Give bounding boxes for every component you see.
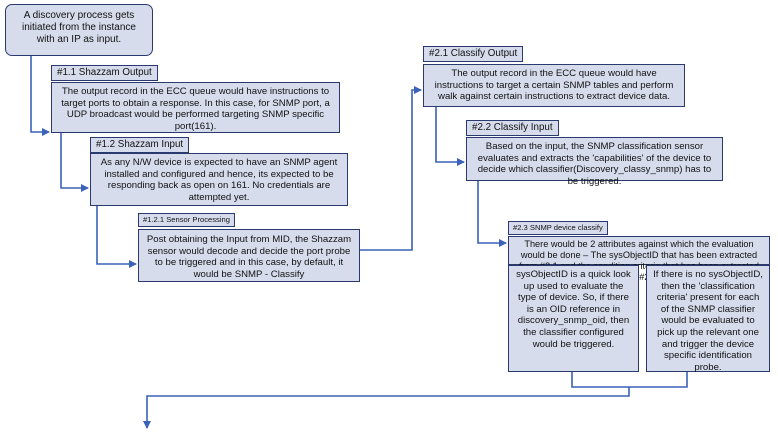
classification-criteria-text: If there is no sysObjectID, then the 'cl… bbox=[653, 269, 763, 373]
sysobjectid-lookup-box: sysObjectID is a quick look up used to e… bbox=[508, 265, 639, 372]
connector-1-1-to-1-2 bbox=[60, 133, 89, 192]
connector-2-1-to-2-2 bbox=[435, 106, 465, 166]
connector-1-2-1-to-2-1 bbox=[359, 86, 422, 251]
snmp-device-classify-box: There would be 2 attributes against whic… bbox=[508, 236, 770, 282]
shazzam-output-label: #1.1 Shazzam Output bbox=[51, 65, 158, 81]
shazzam-input-text: As any N/W device is expected to have an… bbox=[100, 157, 338, 203]
shazzam-input-label: #1.2 Shazzam Input bbox=[90, 137, 190, 153]
classification-criteria-box: If there is no sysObjectID, then the 'cl… bbox=[646, 265, 770, 373]
snmp-device-classify-label: #2.3 SNMP device classify bbox=[508, 221, 608, 235]
classify-output-text: The output record in the ECC queue would… bbox=[434, 68, 674, 103]
connector-join-bottom bbox=[571, 372, 688, 388]
classify-output-label: #2.1 Classify Output bbox=[423, 46, 524, 62]
start-box: A discovery process gets initiated from … bbox=[5, 4, 153, 56]
classify-input-text: Based on the input, the SNMP classificat… bbox=[477, 141, 712, 187]
shazzam-output-text: The output record in the ECC queue would… bbox=[61, 86, 330, 132]
classify-output-box: The output record in the ECC queue would… bbox=[423, 64, 685, 107]
classify-input-box: Based on the input, the SNMP classificat… bbox=[466, 137, 723, 187]
connector-1-2-to-1-2-1 bbox=[96, 206, 137, 268]
classify-input-label: #2.2 Classify Input bbox=[466, 120, 559, 136]
sensor-processing-label: #1.2.1 Sensor Processing bbox=[138, 213, 235, 227]
start-text: A discovery process gets initiated from … bbox=[22, 10, 136, 45]
connector-start-to-1-1 bbox=[30, 55, 50, 136]
shazzam-input-box: As any N/W device is expected to have an… bbox=[90, 153, 348, 206]
sysobjectid-lookup-text: sysObjectID is a quick look up used to e… bbox=[516, 269, 631, 350]
sensor-processing-text: Post obtaining the Input from MID, the S… bbox=[146, 234, 352, 280]
connector-2-2-to-2-3 bbox=[477, 180, 507, 247]
shazzam-output-box: The output record in the ECC queue would… bbox=[51, 82, 340, 133]
connector-to-next-step bbox=[143, 387, 630, 429]
sensor-processing-box: Post obtaining the Input from MID, the S… bbox=[138, 229, 360, 282]
